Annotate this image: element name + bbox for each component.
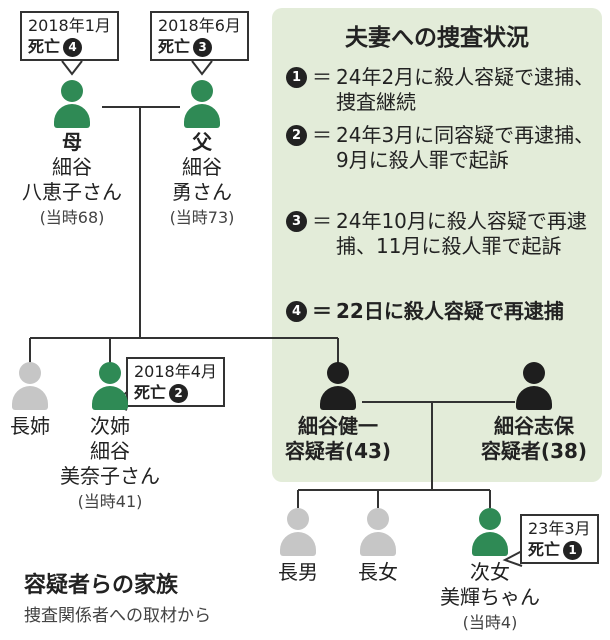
callout-pointer-mother [61, 60, 83, 76]
marker-3-icon: 3 [286, 211, 307, 232]
callout-pointer-father [191, 60, 213, 76]
label-kenichi: 細谷健一 容疑者(43) [284, 414, 392, 463]
person-father-icon [184, 80, 220, 128]
callout-pointer-daughter2 [502, 550, 523, 567]
figure-title: 容疑者らの家族 [24, 573, 179, 598]
marker-3-icon: 3 [193, 38, 213, 57]
person-sister1-icon [12, 362, 48, 410]
label-son: 長男 [278, 560, 318, 584]
marker-1-icon: 1 [563, 541, 583, 560]
label-sister2: 次姉 細谷 美奈子さん (当時41) [60, 414, 160, 511]
source-note: 捜査関係者への取材から [24, 606, 211, 626]
label-daughter2: 次女 美輝ちゃん (当時4) [440, 560, 540, 632]
person-daughter2-icon [472, 508, 508, 556]
label-mother: 母 細谷 八恵子さん (当時68) [22, 130, 122, 227]
label-father: 父 細谷 勇さん (当時73) [169, 130, 235, 227]
label-sister1: 長姉 [10, 414, 50, 438]
person-son-icon [280, 508, 316, 556]
label-shiho: 細谷志保 容疑者(38) [480, 414, 588, 463]
person-sister2-icon [92, 362, 128, 410]
status-text-3: 24年10月に殺人容疑で再逮捕、11月に殺人罪で起訴 [336, 209, 587, 258]
status-text-1: 24年2月に殺人容疑で逮捕、捜査継続 [336, 65, 595, 114]
person-daughter1-icon [360, 508, 396, 556]
person-kenichi-icon [320, 362, 356, 410]
marker-1-icon: 1 [286, 67, 307, 88]
person-mother-icon [54, 80, 90, 128]
marker-2-icon: 2 [169, 384, 189, 403]
marker-4-icon: 4 [63, 38, 83, 57]
label-daughter1: 長女 [358, 560, 398, 584]
status-text-2: 24年3月に同容疑で再逮捕、9月に殺人罪で起訴 [336, 123, 595, 172]
marker-2-icon: 2 [286, 125, 307, 146]
person-shiho-icon [516, 362, 552, 410]
marker-4-icon: 4 [286, 301, 307, 322]
status-text-4: 22日に殺人容疑で再逮捕 [336, 299, 564, 323]
panel-title: 夫妻への捜査状況 [345, 25, 529, 51]
